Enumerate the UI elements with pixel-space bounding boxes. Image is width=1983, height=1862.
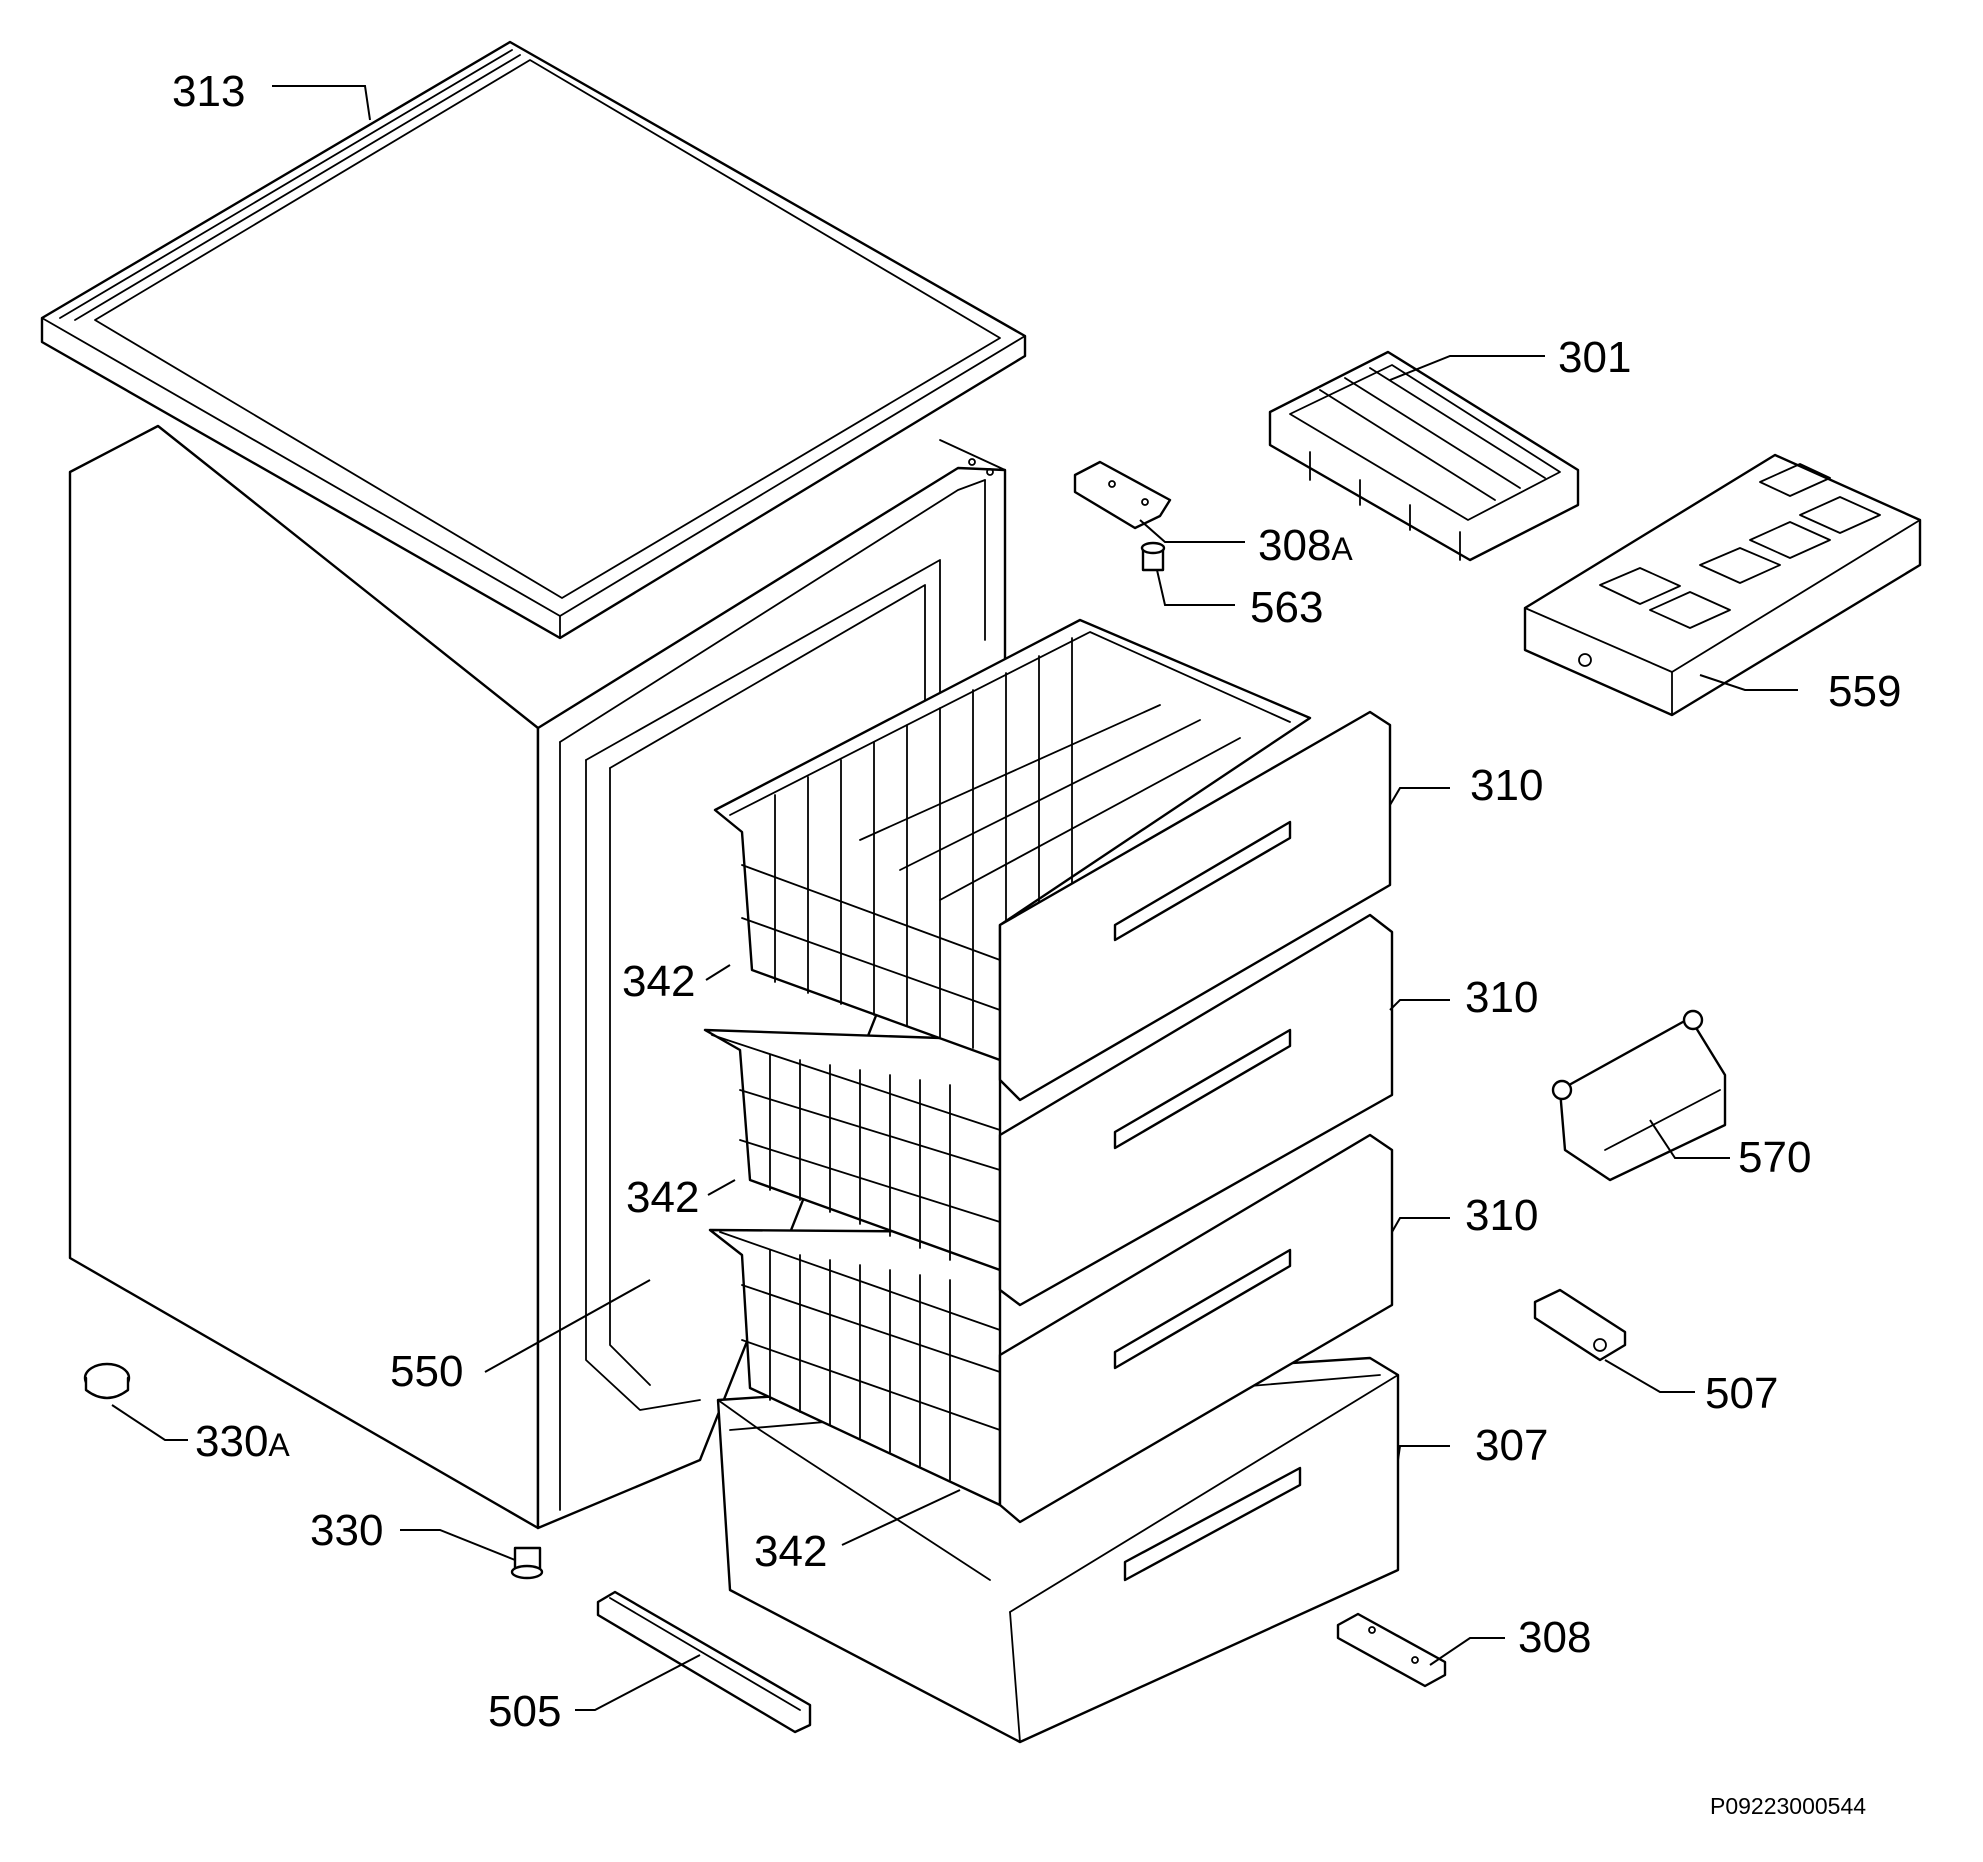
hinge-308a	[1073, 460, 1172, 530]
label-310-top: 310	[1470, 761, 1543, 810]
label-570: 570	[1738, 1133, 1811, 1182]
label-505: 505	[488, 1687, 561, 1736]
drawing-code: P09223000544	[1710, 1793, 1866, 1819]
drawer-front-middle	[998, 913, 1394, 1307]
label-559: 559	[1828, 667, 1901, 716]
label-330: 330	[310, 1506, 383, 1555]
cold-accumulator	[1523, 453, 1922, 717]
label-330a-number: 330	[195, 1417, 268, 1466]
label-342-middle: 342	[626, 1173, 699, 1222]
bracket-507	[1533, 1288, 1627, 1362]
label-563: 563	[1250, 583, 1323, 632]
bottom-drawer	[716, 1356, 1400, 1744]
label-310-middle: 310	[1465, 973, 1538, 1022]
basket-bottom	[708, 1228, 1002, 1507]
foot-330a	[83, 1362, 131, 1400]
label-313: 313	[172, 67, 245, 116]
drawer-front-bottom	[998, 1133, 1394, 1524]
label-308a-suffix: A	[1331, 531, 1353, 567]
foot-330	[510, 1546, 544, 1580]
pin-563	[1140, 541, 1166, 572]
label-330a-suffix: A	[268, 1427, 290, 1463]
label-308: 308	[1518, 1613, 1591, 1662]
label-301: 301	[1558, 333, 1631, 382]
part-labels: 313 301 308A 563 559 310 310 310 342 342…	[172, 67, 1901, 1736]
label-310-bottom: 310	[1465, 1191, 1538, 1240]
plinth-strip	[596, 1590, 812, 1734]
door-shelf	[1551, 1009, 1727, 1182]
label-308a-number: 308	[1258, 521, 1331, 570]
ice-cube-tray	[1268, 350, 1580, 562]
label-330a: 330A	[195, 1417, 290, 1466]
label-308a: 308A	[1258, 521, 1353, 570]
drawer-front-top	[998, 710, 1392, 1102]
hinge-308	[1336, 1612, 1447, 1688]
label-342-bottom: 342	[754, 1527, 827, 1576]
leader-lines	[111, 85, 1798, 1711]
label-307: 307	[1475, 1421, 1548, 1470]
label-342-top: 342	[622, 957, 695, 1006]
label-550: 550	[390, 1347, 463, 1396]
worktop-lid	[40, 40, 1027, 640]
label-507: 507	[1705, 1369, 1778, 1418]
